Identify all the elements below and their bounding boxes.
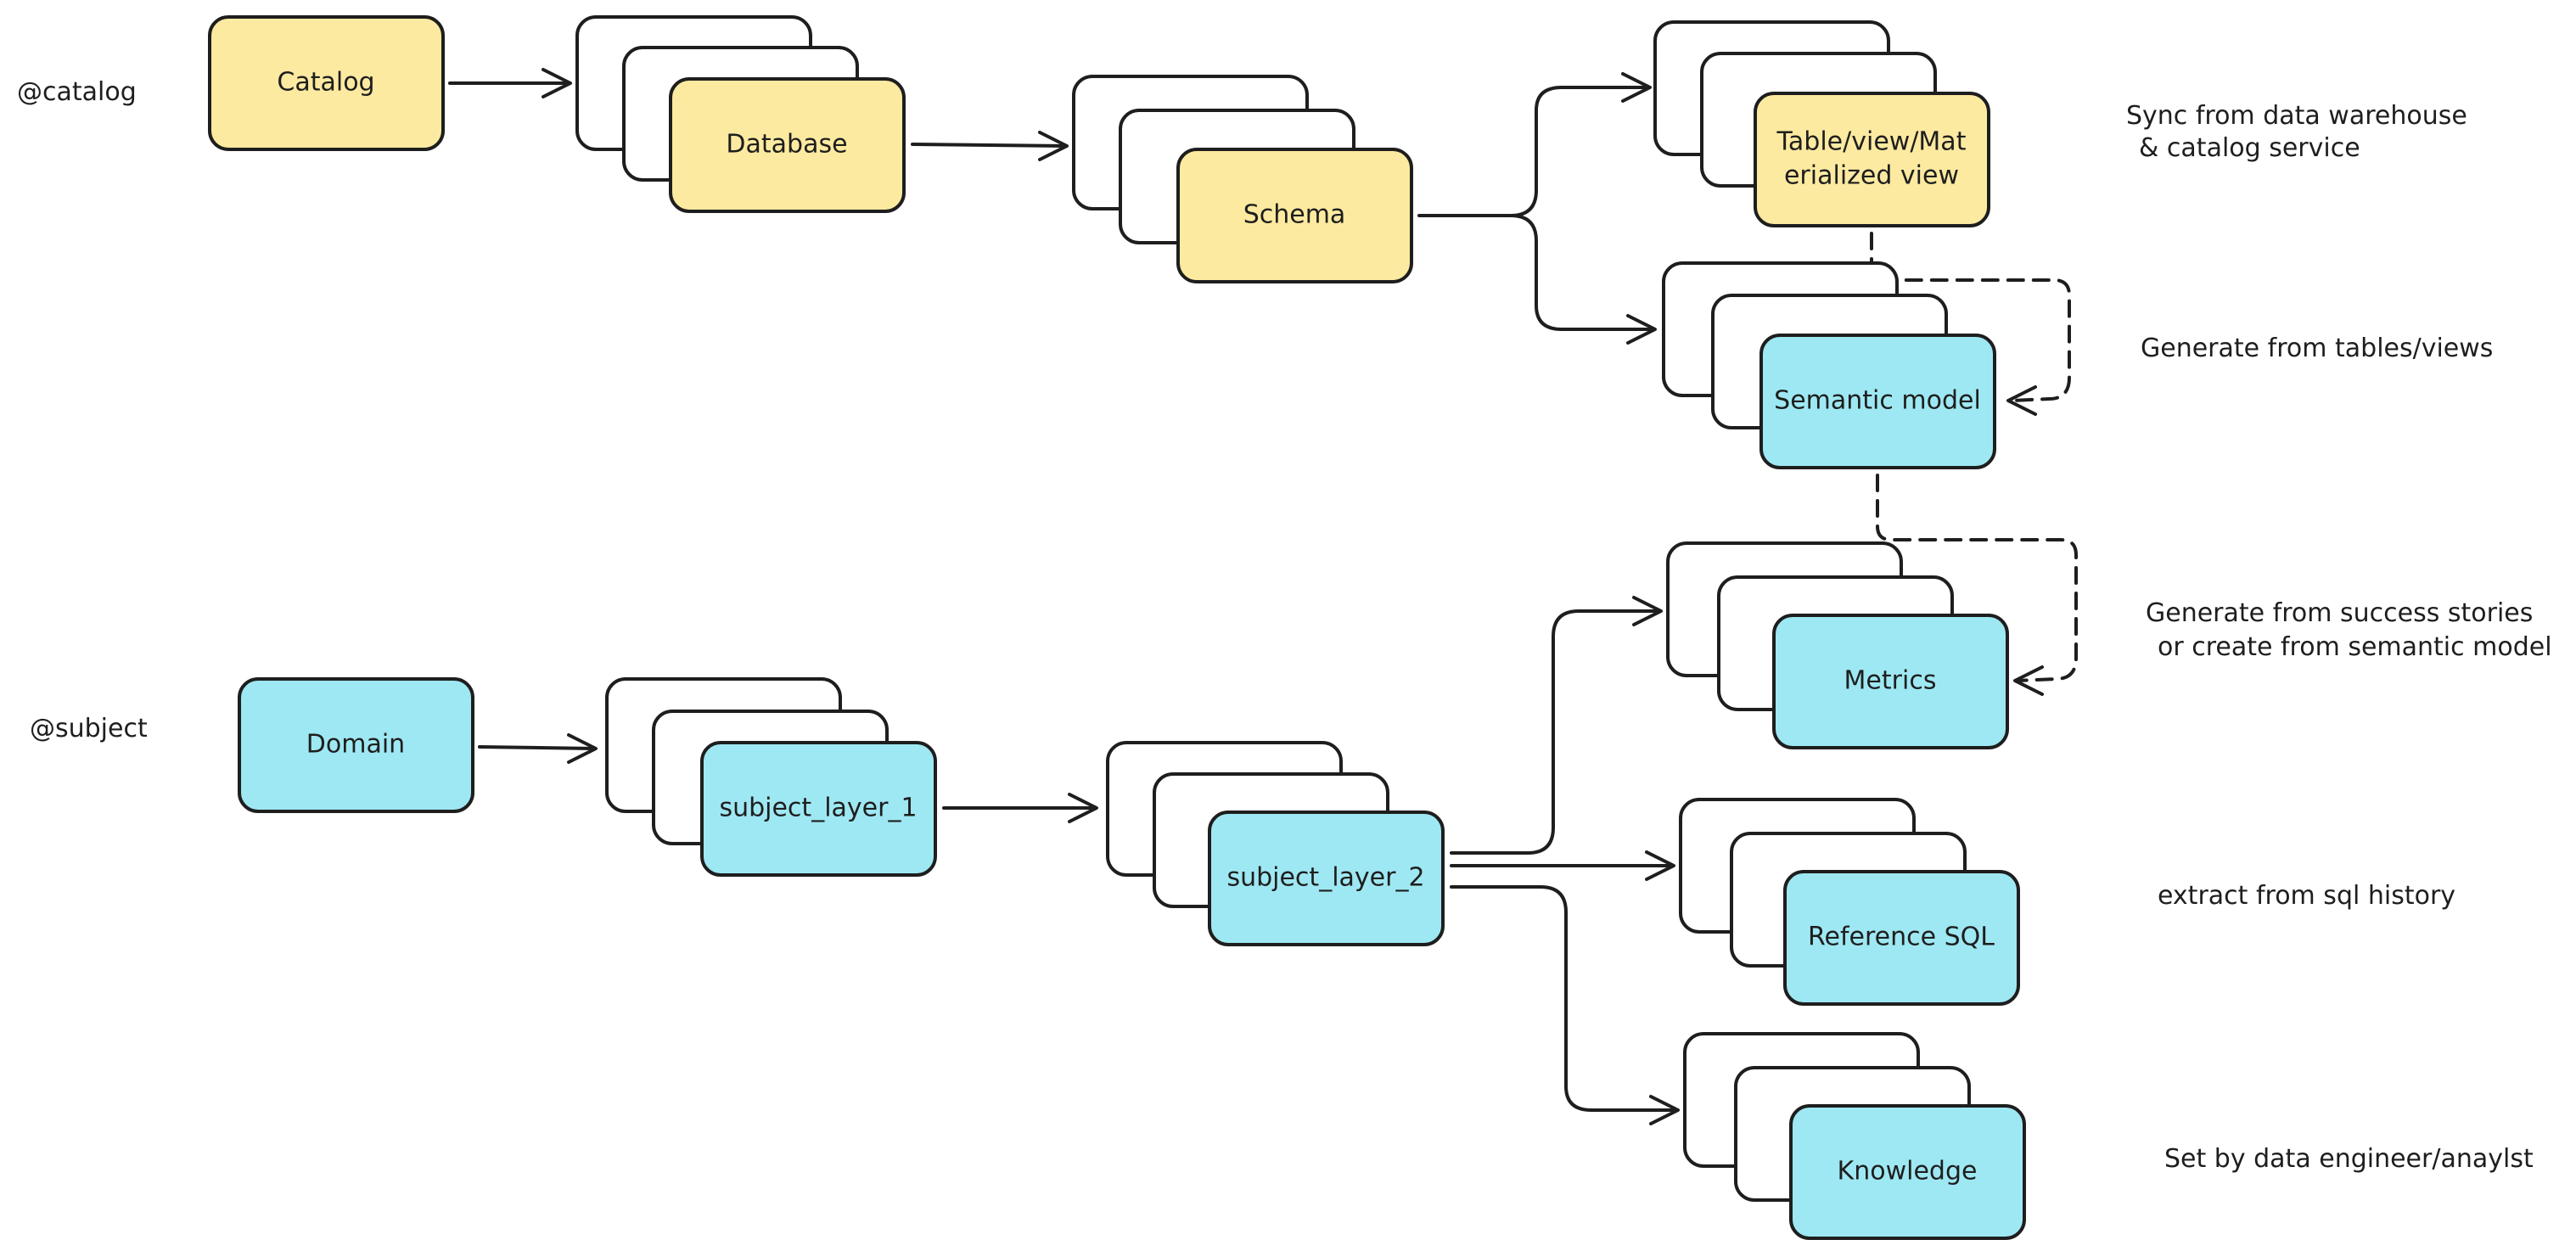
knowledge-label: Knowledge bbox=[1838, 1157, 1978, 1186]
table-view-node-stack: Table/view/Mat erialized view bbox=[1653, 20, 1990, 227]
schema-label: Schema bbox=[1243, 200, 1346, 230]
reference-sql-node-stack: Reference SQL bbox=[1679, 798, 2020, 1006]
dashed-arrowhead-table-to-semantic bbox=[2006, 385, 2037, 416]
dashed-arrowhead-semantic-to-metrics bbox=[2013, 665, 2044, 696]
arrow-database-to-schema bbox=[911, 143, 1067, 148]
dashed-arrow-table-to-semantic bbox=[1870, 232, 2071, 402]
metrics-label: Metrics bbox=[1844, 666, 1937, 696]
arrowhead-schema-to-table-view bbox=[1621, 72, 1652, 103]
knowledge-node-stack: Knowledge bbox=[1683, 1032, 2026, 1240]
subject-layer-2-label: subject_layer_2 bbox=[1226, 863, 1424, 893]
knowledge-box bbox=[1789, 1104, 2026, 1240]
arrowhead-schema-to-semantic-model bbox=[1626, 314, 1657, 345]
catalog-label: Catalog bbox=[277, 68, 374, 98]
semantic-model-box bbox=[1759, 334, 1996, 469]
schema-node-stack: Schema bbox=[1072, 75, 1413, 283]
metrics-box bbox=[1772, 614, 2009, 749]
arrowhead-catalog-to-database bbox=[542, 68, 572, 98]
annotation-generate-success-line1: Generate from success stories bbox=[2146, 598, 2533, 628]
metrics-node-stack: Metrics bbox=[1666, 541, 2009, 749]
arrow-subject-layer-2-to-metrics bbox=[1450, 609, 1661, 855]
subject-layer-1-label: subject_layer_1 bbox=[719, 794, 917, 823]
subject-layer-1-box bbox=[700, 741, 937, 877]
domain-label: Domain bbox=[306, 730, 405, 760]
arrow-schema-to-semantic-model bbox=[1509, 214, 1655, 331]
subject-layer-2-node-stack: subject_layer_2 bbox=[1106, 741, 1445, 946]
arrow-domain-to-subject-layer-1 bbox=[478, 745, 596, 750]
arrowhead-database-to-schema bbox=[1038, 131, 1069, 161]
subject-layer-2-box bbox=[1208, 811, 1445, 946]
domain-box bbox=[238, 677, 474, 813]
table-view-label-line1: Table/view/Mat bbox=[1776, 127, 1967, 157]
annotation-extract-sql: extract from sql history bbox=[2158, 881, 2455, 911]
dashed-arrow-semantic-to-metrics bbox=[1876, 474, 2078, 682]
annotation-generate-success-line2: or create from semantic model bbox=[2158, 632, 2552, 662]
annotation-generate-tables: Generate from tables/views bbox=[2141, 334, 2493, 363]
annotation-sync-line2: & catalog service bbox=[2139, 133, 2360, 163]
database-box bbox=[669, 77, 906, 213]
schema-box bbox=[1176, 148, 1413, 283]
table-view-label-line2: erialized view bbox=[1784, 161, 1959, 191]
arrowhead-subject-layer-2-to-metrics bbox=[1632, 596, 1663, 626]
annotation-set-by: Set by data engineer/anaylst bbox=[2164, 1144, 2534, 1174]
table-view-box bbox=[1754, 92, 1990, 227]
database-node-stack: Database bbox=[575, 15, 906, 213]
arrowhead-subject-layer-1-to-subject-layer-2 bbox=[1068, 793, 1098, 823]
subject-section-label: @subject bbox=[30, 714, 148, 743]
arrow-schema-to-table-view bbox=[1417, 86, 1650, 217]
arrowhead-subject-layer-2-to-knowledge bbox=[1649, 1095, 1680, 1125]
annotation-sync-line1: Sync from data warehouse bbox=[2126, 101, 2467, 131]
subject-layer-1-node-stack: subject_layer_1 bbox=[605, 677, 937, 877]
catalog-section-label: @catalog bbox=[17, 77, 137, 107]
domain-node: Domain bbox=[238, 677, 474, 813]
arrowhead-subject-layer-2-to-reference-sql bbox=[1645, 850, 1675, 881]
catalog-node: Catalog bbox=[208, 15, 445, 151]
database-label: Database bbox=[726, 130, 847, 160]
arrow-subject-layer-2-to-knowledge bbox=[1450, 885, 1678, 1112]
arrowhead-domain-to-subject-layer-1 bbox=[567, 733, 598, 764]
semantic-model-label: Semantic model bbox=[1774, 386, 1981, 416]
catalog-box bbox=[208, 15, 445, 151]
reference-sql-label: Reference SQL bbox=[1808, 923, 1995, 952]
semantic-model-node-stack: Semantic model bbox=[1662, 261, 1996, 469]
reference-sql-box bbox=[1783, 870, 2020, 1006]
